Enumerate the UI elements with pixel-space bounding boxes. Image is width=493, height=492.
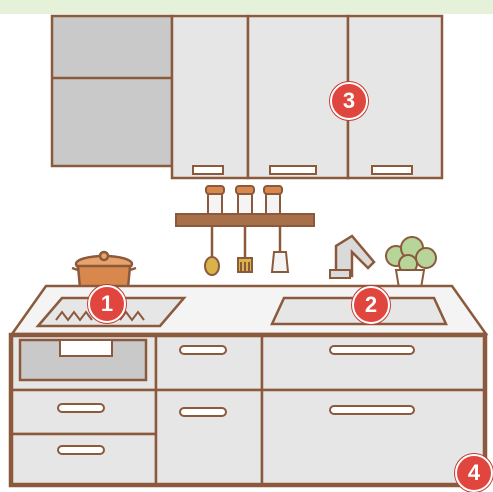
drawer-right-1 [262, 336, 484, 390]
oven-control [60, 340, 112, 356]
marker-2: 2 [352, 286, 390, 324]
base-cabinet [10, 334, 486, 486]
hanging-utensils [205, 226, 288, 275]
drawer-handle [330, 406, 414, 414]
drawer-handle [58, 404, 104, 412]
drawer-right-2 [262, 390, 484, 484]
spice-jar [266, 194, 280, 214]
drawer-handle [330, 346, 414, 354]
wall-cabinet-handle-2 [270, 166, 316, 174]
spice-jar [208, 194, 222, 214]
wall-cabinet-side-left [52, 16, 172, 166]
drawer-handle [58, 446, 104, 454]
spice-jar [238, 194, 252, 214]
wall-cabinet-door-1 [172, 16, 248, 178]
wall-cabinet-handle-3 [372, 166, 412, 174]
spice-jar-lid [206, 186, 224, 194]
marker-4: 4 [455, 454, 493, 492]
marker-3: 3 [330, 82, 368, 120]
utensil-shelf [176, 214, 314, 226]
marker-1: 1 [88, 285, 126, 323]
drawer-handle [180, 346, 226, 354]
countertop [12, 286, 486, 334]
drawer-handle [180, 408, 226, 416]
fork-icon [238, 258, 252, 272]
wall-cabinet [52, 16, 442, 178]
drawer-middle-2 [156, 390, 262, 484]
spice-jar-lid [264, 186, 282, 194]
drawer-left-2 [12, 434, 156, 484]
faucet-base [330, 270, 350, 278]
wall-cabinet-handle-1 [193, 166, 223, 174]
drawer-middle-1 [156, 336, 262, 390]
spice-jars [206, 186, 282, 214]
ladle-icon [205, 257, 219, 275]
turner-icon [272, 252, 288, 272]
spice-jar-lid [236, 186, 254, 194]
